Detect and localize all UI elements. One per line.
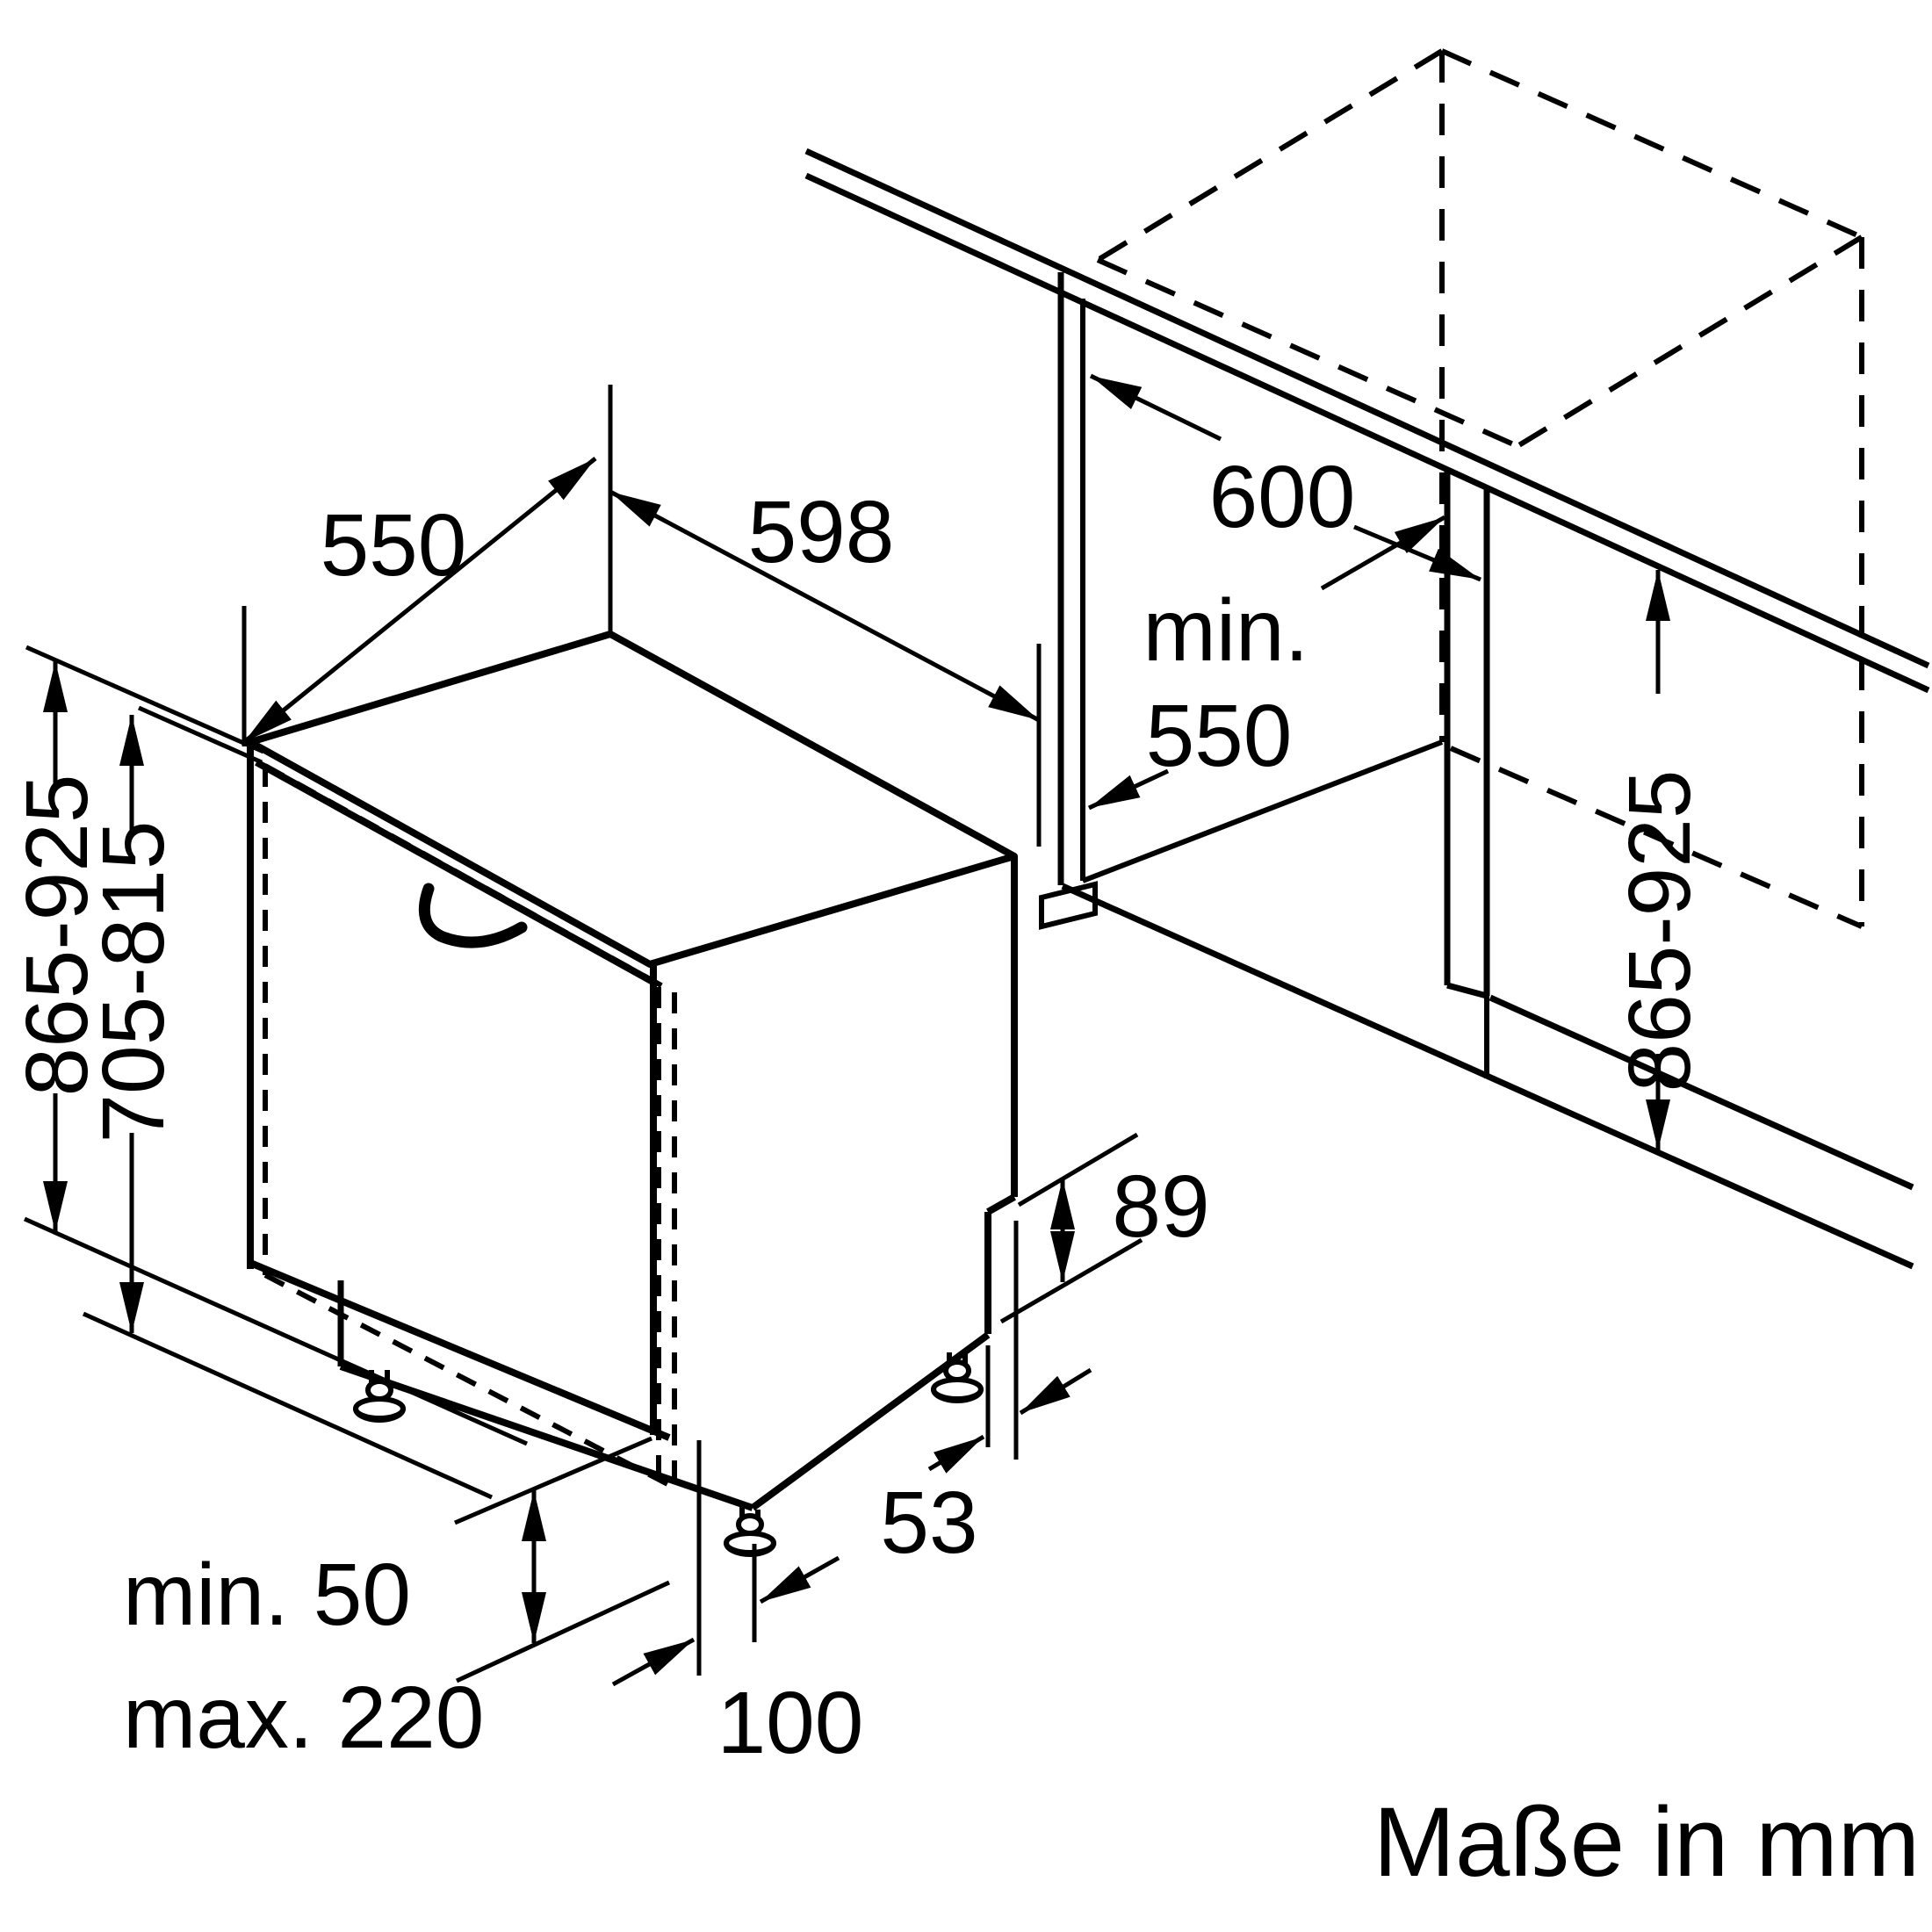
left-panel-foot — [1039, 881, 1098, 930]
dim-line-53-right — [1019, 1367, 1092, 1416]
dim-line-600-left — [1089, 373, 1222, 442]
label-depth-550: 550 — [321, 496, 467, 595]
label-niche-min-550: 550 — [1146, 687, 1293, 785]
ext-notch-top — [1017, 1132, 1139, 1208]
label-door-height-705-815: 705-815 — [84, 821, 183, 1143]
label-height-865-925-left: 865-925 — [8, 775, 106, 1097]
dim-line-53-left — [927, 1434, 985, 1474]
cabinet-front-left-edge — [1096, 257, 1519, 449]
rear-notch-jog — [986, 1193, 1016, 1215]
label-height-865-925-right: 865-925 — [1611, 770, 1709, 1092]
top-face — [247, 631, 1018, 968]
label-notch-89: 89 — [1112, 1157, 1209, 1256]
dimension-labels: 550 598 600 min. 550 865-925 705-815 865… — [8, 448, 1920, 1897]
label-niche-depth-600: 600 — [1209, 448, 1356, 546]
niche-floor-back-edge — [1081, 739, 1444, 883]
dim-line-min550-down — [1087, 768, 1170, 811]
back-right-foot — [931, 1349, 984, 1403]
dimension-lines — [43, 373, 1670, 1687]
door-handle — [418, 883, 528, 948]
countertop-bottom-edge — [804, 172, 1930, 694]
label-plinth-min-50: min. 50 — [123, 1546, 411, 1644]
cabinet-front-right-edge — [1516, 234, 1864, 449]
countertop-top-edge — [804, 148, 1930, 669]
ext-door-bottom-left — [82, 1311, 494, 1500]
ext-plinth-top — [454, 1436, 652, 1525]
door-panel-top-dashed — [263, 763, 669, 991]
cabinet-top-right-edge — [1440, 48, 1864, 240]
label-width-598: 598 — [748, 483, 895, 581]
dim-line-100-left — [611, 1637, 696, 1687]
label-plinth-max-220: max. 220 — [123, 1669, 484, 1767]
label-niche-min-word: min. — [1143, 581, 1309, 680]
right-plinth-top-edge — [1489, 994, 1914, 1191]
front-left-foot — [353, 1370, 406, 1423]
front-right-foot — [724, 1505, 776, 1557]
dim-line-min550-up — [1320, 515, 1446, 591]
dim-line-100-right — [759, 1555, 840, 1604]
right-panel-bottom-edge — [1446, 982, 1488, 999]
dim-line-550 — [242, 457, 597, 744]
label-foot-100: 100 — [717, 1674, 864, 1772]
ext-height-top-left — [25, 645, 265, 754]
cabinet-top-left-edge — [1096, 48, 1444, 263]
hidden-floor-back-edge — [1449, 746, 1864, 929]
ext-door-top-left — [137, 705, 263, 765]
footer-units-note: Maße in mm — [1373, 1787, 1920, 1897]
dim-line-598 — [609, 489, 1041, 723]
wall-cabinet-dashed — [1096, 48, 1864, 929]
ext-floor-left — [23, 1216, 529, 1446]
ext-plinth-bottom — [455, 1580, 671, 1683]
niche-outline — [1039, 272, 1914, 1270]
countertop-lines — [804, 148, 1930, 694]
dishwasher-outline — [247, 631, 1018, 1511]
door-bottom-edge — [249, 1259, 671, 1441]
door-panel-bottom-dashed — [263, 1272, 676, 1490]
label-notch-53: 53 — [880, 1474, 977, 1572]
